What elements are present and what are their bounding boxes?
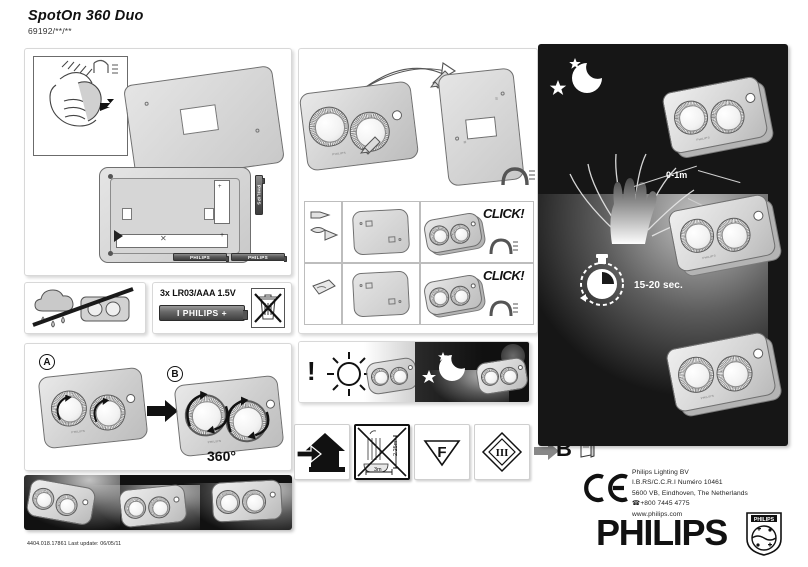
grid-cell-plate-screw <box>342 201 420 263</box>
device-day <box>364 356 420 396</box>
night-scene: switch.com <box>415 342 529 402</box>
svg-text:3m: 3m <box>374 467 382 473</box>
company-phone-line: ☎+800 7445 4775 <box>632 499 748 509</box>
magnet-icon <box>489 300 518 317</box>
symbol-f-mark: F <box>414 424 470 480</box>
battery-graphic: I PHILIPS + <box>159 305 248 321</box>
battery-horizontal-2: PHILIPS <box>231 253 287 262</box>
panel-wall-mounting: PHILIPS ≡ ≡ <box>298 48 538 334</box>
philips-wordmark: PHILIPS <box>596 512 728 553</box>
f-mark-icon: F <box>423 440 461 467</box>
battery-brand: PHILIPS <box>190 254 210 260</box>
no-bathroom-zone-icon: 2.25m 3m <box>357 427 407 477</box>
battery-brand: PHILIPS <box>182 308 219 318</box>
grid-cell-click-screw: CLICK! <box>420 201 534 263</box>
arrow-right-icon <box>147 400 178 422</box>
panel-motion-sensor-night: 0-1m PHILIPS PHILIPS 15 <box>538 44 788 446</box>
battery-vertical: PHILIPS <box>255 175 265 215</box>
grid-cell-plate-adhesive <box>342 263 420 325</box>
range-label: 0-1m <box>666 170 688 180</box>
device-front-view: PHILIPS <box>299 80 420 172</box>
device-night <box>474 356 529 396</box>
battery-minus: I <box>176 308 180 318</box>
device-sensor-top: PHILIPS <box>660 75 775 160</box>
device-attach <box>422 273 487 320</box>
battery-brand: PHILIPS <box>248 254 268 260</box>
company-address-line: 5600 VB, Eindhoven, The Netherlands <box>632 489 748 497</box>
product-title: SpotOn 360 Duo <box>28 8 144 24</box>
svg-text:III: III <box>496 447 509 459</box>
magnet-icon <box>489 238 518 255</box>
device-front-a: PHILIPS <box>37 366 149 450</box>
timer-label: 15-20 sec. <box>634 280 683 291</box>
ce-mark-icon <box>584 473 628 503</box>
click-label: CLICK! <box>483 206 525 221</box>
panel-beam-direction-strip <box>24 475 292 530</box>
panel-rotation-360: A B PHILIPS PH <box>24 343 292 471</box>
stopwatch-icon <box>580 254 624 306</box>
moon-and-stars-icon <box>549 58 602 95</box>
panel-battery-installation: + ✕ + PHILIPS PHILIPS PHILIPS <box>24 48 292 276</box>
grid-cell-click-adhesive: CLICK! <box>420 263 534 325</box>
company-name: Philips Lighting BV <box>632 469 689 476</box>
symbol-class-three: III <box>474 424 530 480</box>
svg-text:2.25m: 2.25m <box>393 440 399 456</box>
screw-icon <box>359 136 381 155</box>
company-phone: +800 7445 4775 <box>640 500 690 508</box>
panel-battery-specification: 3x LR03/AAA 1.5V I PHILIPS + <box>152 282 292 334</box>
company-registration: I.B.RS/C.C.R.I Numéro 10461 <box>632 479 723 487</box>
crossed-out-wheelie-bin-icon <box>251 288 285 328</box>
product-model: 69192/**/** <box>28 26 72 36</box>
device-attach <box>422 211 487 258</box>
panel-day-night-comparison: ! switch.com <box>298 341 530 403</box>
magnet-icon <box>501 167 535 186</box>
mounting-plate <box>351 270 411 318</box>
mounting-plate <box>351 208 411 256</box>
warning-exclamation: ! <box>307 356 316 386</box>
battery-horizontal-1: PHILIPS <box>173 253 229 262</box>
svg-text:PHILIPS: PHILIPS <box>754 517 775 523</box>
device-front-b: PHILIPS <box>173 374 285 458</box>
symbol-no-bathroom-zone: 2.25m 3m <box>354 424 410 480</box>
battery-plus: + <box>221 308 227 318</box>
arrow-right-icon <box>534 442 559 460</box>
adhesive-strip-icon <box>312 279 336 295</box>
screw-and-screwdriver-icon <box>310 211 339 241</box>
battery-spec-text: 3x LR03/AAA 1.5V <box>160 288 236 298</box>
mounting-options-grid: CLICK! <box>304 201 534 327</box>
day-scene: ! <box>299 342 420 402</box>
panel-no-water-warning <box>24 282 146 334</box>
click-label: CLICK! <box>483 268 525 283</box>
company-website: www.philips.com <box>632 510 683 518</box>
grid-cell-tool-screw <box>304 201 342 263</box>
telephone-icon: ☎ <box>632 500 641 508</box>
battery-brand: PHILIPS <box>256 185 262 205</box>
step-label-b: B <box>167 366 183 382</box>
symbol-indoor-use <box>294 424 350 480</box>
document-code: 4404.018.17861 Last update: 06/05/11 <box>27 541 122 547</box>
device-battery-compartment: + ✕ + <box>99 167 251 263</box>
hands-open-device-icon <box>33 56 128 156</box>
device-beam-2 <box>118 483 188 529</box>
device-beam-3 <box>211 479 283 523</box>
indoor-use-icon <box>296 433 345 472</box>
class-three-icon: III <box>481 431 523 473</box>
company-address: Philips Lighting BV I.B.RS/C.C.R.I Numér… <box>632 468 748 520</box>
step-label-a: A <box>39 354 55 370</box>
philips-shield-logo: PHILIPS <box>746 512 782 556</box>
grid-cell-tool-adhesive <box>304 263 342 325</box>
svg-text:F: F <box>437 444 446 461</box>
rotation-degrees-label: 360° <box>207 448 236 464</box>
rain-cloud-crossed-out-icon <box>32 287 134 328</box>
